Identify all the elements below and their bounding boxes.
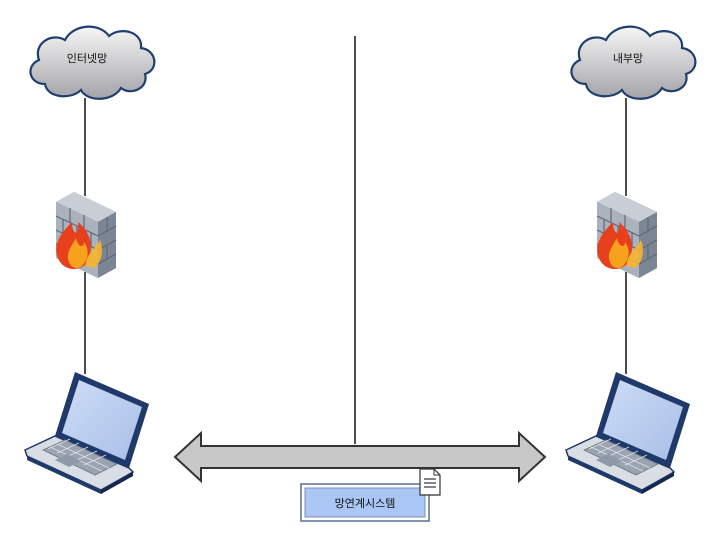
laptop-icon (565, 371, 691, 495)
document-icon (419, 468, 441, 496)
firewall-icon (596, 191, 658, 279)
firewall-right (596, 191, 658, 279)
firewall-icon (55, 191, 117, 279)
cloud-internet-label: 인터넷망 (67, 52, 107, 65)
cloud-internal: 내부망 (570, 25, 697, 100)
laptop-left (24, 371, 150, 495)
cloud-internal-label: 내부망 (613, 52, 643, 65)
double-arrow (173, 430, 547, 484)
laptop-icon (24, 371, 150, 495)
laptop-right (565, 371, 691, 495)
cloud-internet: 인터넷망 (29, 25, 156, 100)
network-link-system: 망연계시스템 (300, 468, 441, 522)
system-label: 망연계시스템 (335, 497, 396, 510)
firewall-left (55, 191, 117, 279)
